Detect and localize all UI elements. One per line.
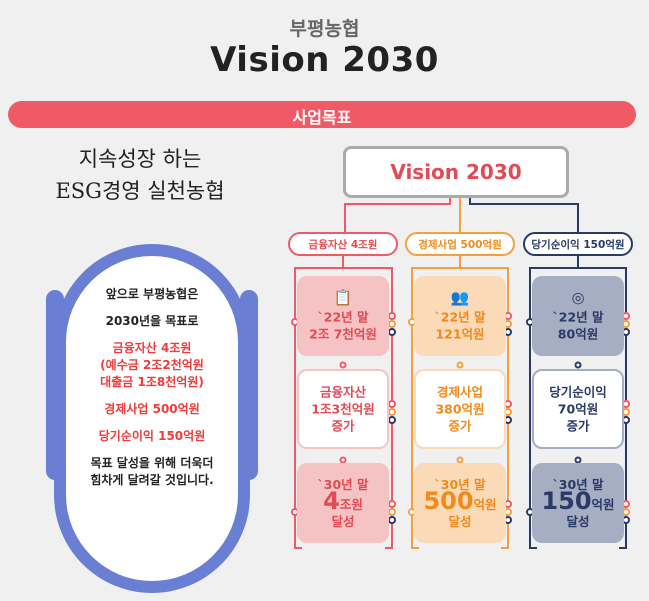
slogan-line-1: 지속성장 하는 (78, 147, 202, 171)
economic-target-card: `30년 말 500억원 달성 (414, 463, 506, 543)
clipboard-icon: 📋 (333, 288, 353, 307)
section-banner (8, 101, 636, 128)
category-net-income: 당기순이익 150억원 (523, 232, 633, 256)
pill-left-accent (46, 290, 64, 480)
category-economic: 경제사업 500억원 (405, 232, 515, 256)
pill-line-2: 2030년을 목표로 (105, 314, 199, 328)
org-name: 부평농협 (289, 18, 360, 40)
target-icon: ◎ (571, 288, 585, 307)
pill-goal-2: 경제사업 500억원 (104, 402, 200, 416)
category-finance: 금융자산 4조원 (288, 232, 398, 256)
slogan-line-2: ESG경영 실천농협 (55, 179, 225, 203)
section-banner-label: 사업목표 (292, 108, 352, 127)
vision-statement-text: 앞으로 부평농협은 2030년을 목표로 금융자산 4조원(예수금 2조2천억원… (66, 286, 238, 499)
vision-statement-pill (66, 256, 238, 581)
finance-target-card: `30년 말 4조원 달성 (297, 463, 389, 543)
people-icon: 👥 (450, 288, 470, 307)
vision-node: Vision 2030 (343, 146, 569, 198)
page-title: Vision 2030 (210, 40, 439, 80)
pill-goal-3: 당기순이익 150억원 (98, 429, 206, 443)
pill-right-accent (240, 290, 258, 480)
pill-line-1: 앞으로 부평농협은 (105, 287, 199, 301)
slogan: 지속성장 하는 ESG경영 실천농협 (40, 143, 240, 207)
net-income-target-card: `30년 말 150억원 달성 (532, 463, 624, 543)
